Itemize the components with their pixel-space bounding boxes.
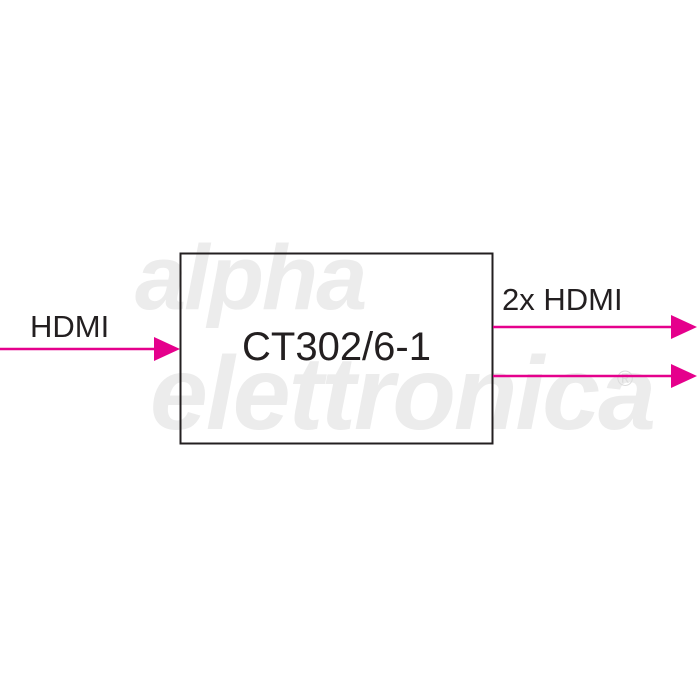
- arrow-right-icon: [154, 337, 180, 361]
- registered-trademark-mark: ®: [617, 366, 634, 391]
- device-model-label: CT302/6-1: [242, 325, 431, 369]
- output-arrow-2: [493, 364, 697, 388]
- watermark-logo-line2: elettronica: [150, 336, 656, 452]
- output-arrow-1: [493, 315, 697, 339]
- input-label: HDMI: [30, 309, 110, 344]
- device-box: [179, 252, 494, 445]
- output-label: 2x HDMI: [502, 282, 623, 317]
- input-arrow: [0, 337, 180, 361]
- watermark-logo-line1: alpha: [135, 227, 367, 329]
- arrow-right-icon: [671, 364, 697, 388]
- arrow-right-icon: [671, 315, 697, 339]
